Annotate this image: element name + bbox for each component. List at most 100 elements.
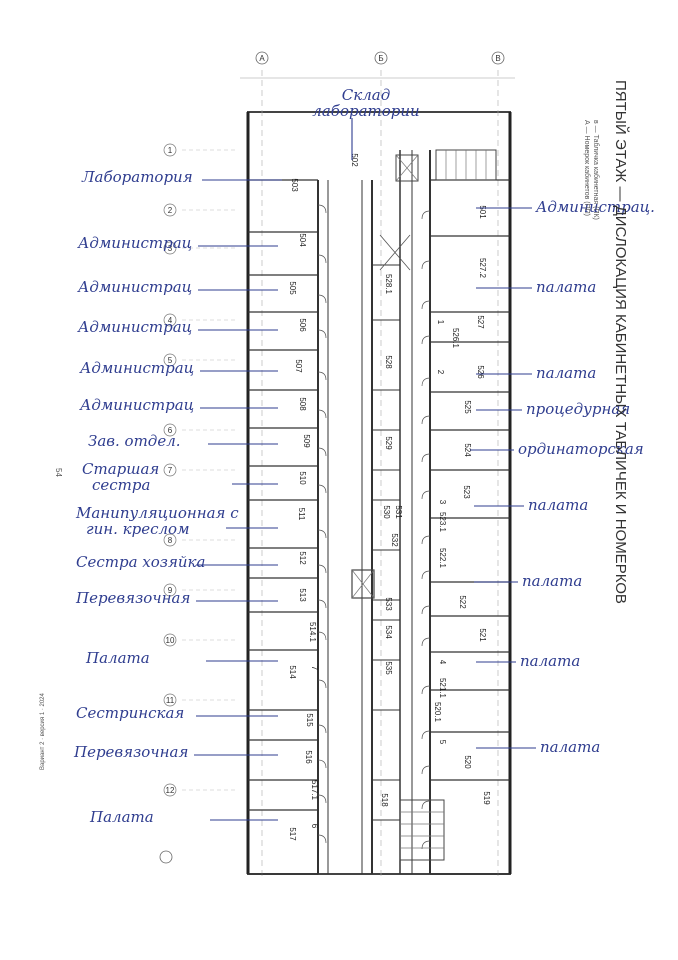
door-swing [317,409,327,419]
annotation-right: Администрац. [535,198,655,216]
top-annotation: Склад лаборатории [312,86,420,160]
grid-label-side: 7 [168,466,173,475]
room-number-516: 516 [304,750,313,764]
room-number-511: 511 [297,508,306,521]
room-number-517: 517 [288,827,297,841]
annotation-left: гин. креслом [86,520,190,538]
room-number-520: 520 [463,755,472,769]
door-swing [317,599,327,609]
door-swing [421,605,431,615]
door-swing [317,254,327,264]
door-swing [421,490,431,500]
room-number-530: 530 [382,505,391,519]
grid-marker-bottom [159,850,173,864]
grid-label-a: А [259,54,265,63]
room-number-506: 506 [298,318,307,332]
grid-marker-side [163,353,177,367]
ward-number: 1 [436,320,445,325]
room-number-526: 526 [476,365,485,379]
door-swing [421,210,431,220]
grid-label-side: 1 [168,146,173,155]
grid-marker-side [163,241,177,255]
annotation-top-line1: Склад [342,86,390,104]
annotation-right: палата [520,652,580,670]
room-number-528: 528 [384,355,393,369]
room-number-labels: 502503504505506507508509510511512513514.… [288,153,491,841]
door-swing [317,631,327,641]
ward-number: 2 [436,370,445,375]
grid-label-side: 8 [168,536,173,545]
grid-marker-side [163,533,177,547]
annotation-left: Старшая [82,460,159,478]
legend-line-2: А — Номерок кабинетов (ПП) [583,120,591,216]
door-swing [421,800,431,810]
annotation-right: палата [536,364,596,382]
annotation-right: палата [528,496,588,514]
annotation-left: сестра [92,476,150,494]
top-grid-markers: А Б В [255,51,505,65]
grid-axes [240,70,515,880]
grid-marker-side [163,423,177,437]
left-room-partitions [248,179,327,875]
room-number-514: 514 [288,665,297,679]
door-swing [317,724,327,734]
handwritten-annotations: ЛабораторияАдминистрацАдминистрацАдминис… [73,168,655,826]
annotation-left: Администрац [79,396,194,414]
annotation-left: Палата [89,808,154,826]
door-swing [421,415,431,425]
room-number-507: 507 [294,359,303,373]
stairwell-bottom [399,799,445,861]
page-title: ПЯТЫЙ ЭТАЖ — ДИСЛОКАЦИЯ КАБИНЕТНЫХ ТАБЛИ… [612,80,630,604]
annotation-top-line2: лаборатории [312,102,419,120]
grid-label-side: 5 [168,356,173,365]
grid-marker-side [163,583,177,597]
grid-label-side: 4 [168,316,173,325]
door-swing [317,564,327,574]
door-swing [421,260,431,270]
grid-label-side: 9 [168,586,173,595]
room-number-514-1: 514.1 [308,622,317,643]
annotation-left: Администрац [77,278,192,296]
door-swing [421,453,431,463]
annotation-right: палата [540,738,600,756]
door-swing [421,570,431,580]
annotation-right: ординаторская [518,440,644,458]
door-swing [421,300,431,310]
room-number-525: 525 [463,400,472,414]
annotation-right: палата [536,278,596,296]
grid-marker-side [163,313,177,327]
grid-marker-side [163,463,177,477]
door-swing [317,484,327,494]
grid-label-side: 6 [168,426,173,435]
room-number-526-1: 526.1 [451,328,460,349]
grid-label-side: 11 [166,696,175,705]
annotation-left: Перевязочная [75,589,190,607]
grid-marker-side [163,143,177,157]
room-number-529: 529 [384,436,393,450]
room-number-519: 519 [482,791,491,805]
room-number-528-1: 528.1 [384,274,393,295]
room-number-517-1: 517.1 [310,780,319,801]
grid-marker-side [163,203,177,217]
door-swing [421,685,431,695]
room-number-522: 522 [458,595,467,609]
grid-label-b: Б [378,54,383,63]
stairwell-top [379,149,497,271]
room-number-523-1: 523.1 [438,512,447,533]
door-swing [317,371,327,381]
ward-number: 3 [438,500,447,505]
room-number-510: 510 [298,471,307,485]
corridor-walls [317,150,431,874]
door-swing [317,794,327,804]
ward-number: 4 [438,660,447,665]
room-number-512: 512 [298,551,307,565]
room-number-501: 501 [478,205,487,219]
door-swing [317,834,327,844]
room-number-521-1: 521.1 [438,678,447,699]
door-swing [317,294,327,304]
right-room-partitions [421,179,510,875]
annotation-left: Перевязочная [73,743,188,761]
room-number-520-1: 520.1 [433,702,442,723]
room-number-523: 523 [462,485,471,499]
room-number-518: 518 [380,793,389,807]
